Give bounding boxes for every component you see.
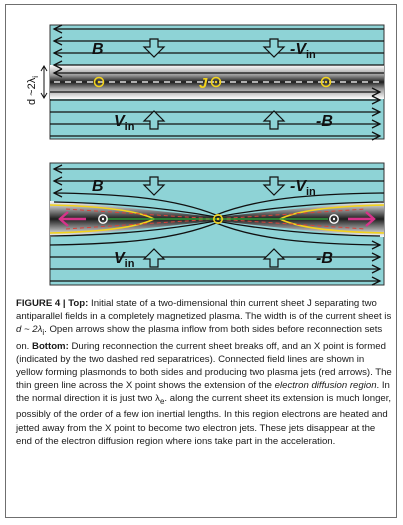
field-arrowheads-upper	[52, 164, 63, 198]
field-arrowheads-upper	[52, 24, 63, 78]
label-b-right: -B	[316, 113, 333, 130]
caption-bottom-sub: e	[159, 397, 165, 407]
current-markers	[98, 214, 339, 225]
bottom-panel: B -Vin Vin -B	[49, 162, 385, 286]
field-lines-upper	[54, 28, 384, 74]
reconnection-diagram: J B -Vin Vin -B d ~2λi	[26, 24, 385, 286]
label-vin-left: Vin	[114, 250, 135, 270]
field-arrowheads-lower	[371, 87, 382, 141]
label-vin-right: -Vin	[290, 41, 316, 61]
label-b-left: B	[92, 178, 104, 195]
caption-bottom-text-2: . In the normal direction it is just two…	[16, 380, 390, 405]
label-b-left: B	[92, 41, 104, 58]
plasma-jets	[58, 211, 376, 227]
caption-label: FIGURE 4 |	[16, 298, 66, 309]
caption-top-text-2: . Open arrows show the plasma inflow fro…	[16, 324, 383, 352]
field-arrowheads-lower	[371, 240, 382, 286]
figure-frame: J B -Vin Vin -B d ~2λi	[5, 4, 397, 518]
inflow-arrows	[142, 176, 286, 268]
caption-top-text: Initial state of a two-dimensional thin …	[16, 298, 392, 323]
inflow-arrows	[142, 38, 286, 130]
caption-bottom-text-3: . along the current sheet its extension …	[16, 393, 392, 447]
caption-bottom-text: During reconnection the current sheet br…	[16, 340, 392, 392]
caption-top-math-sub: i	[42, 328, 45, 338]
width-indicator: d ~2λi	[26, 65, 48, 105]
label-vin-left: Vin	[114, 113, 135, 133]
field-lines-lower	[50, 91, 380, 137]
current-label: J	[199, 75, 208, 92]
width-label: d ~2λi	[26, 76, 40, 105]
current-markers	[93, 76, 332, 88]
caption-bottom-heading: Bottom:	[32, 340, 69, 352]
label-vin-right: -Vin	[290, 178, 316, 198]
top-panel: J B -Vin Vin -B d ~2λi	[26, 24, 385, 141]
field-lines-upper	[53, 168, 385, 218]
figure-caption: FIGURE 4 | Top: Initial state of a two-d…	[16, 297, 392, 448]
caption-top-heading: Top:	[68, 298, 89, 309]
caption-top-math: d ~ 2λ	[16, 324, 43, 336]
label-b-right: -B	[316, 250, 333, 267]
caption-bottom-italic: electron diffusion region	[274, 380, 377, 392]
